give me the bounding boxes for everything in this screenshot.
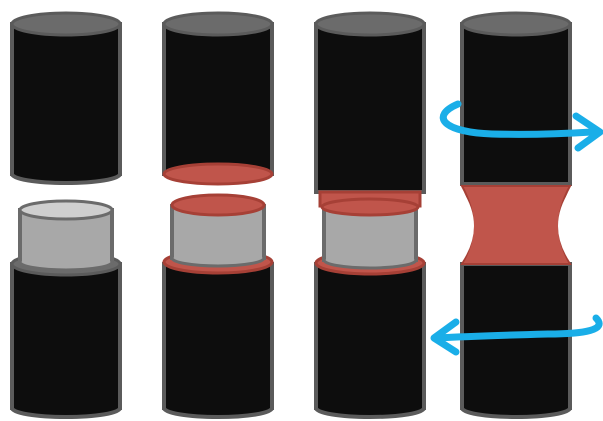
lower-rod xyxy=(460,262,572,419)
joint-highlight-left xyxy=(459,190,474,262)
adhesive-layer xyxy=(318,190,422,217)
upper-rod xyxy=(460,11,572,186)
rotate-left-arrow-icon xyxy=(434,314,603,342)
plug xyxy=(170,193,266,268)
step-4-twisted xyxy=(430,11,603,419)
step-1-separated xyxy=(10,11,122,419)
rotate-left-arrow-head xyxy=(430,318,460,356)
step-3-joined xyxy=(314,11,426,419)
lower-rod xyxy=(10,251,122,419)
adhesive-layer xyxy=(162,162,274,186)
adhesive-layer xyxy=(170,193,266,217)
upper-rod xyxy=(314,11,426,194)
step-2-adhesive-applied xyxy=(162,11,274,419)
upper-rod xyxy=(162,11,274,186)
plug xyxy=(18,199,114,272)
twisted-joint xyxy=(459,185,573,265)
lower-rod xyxy=(162,249,274,419)
joint-highlight-right xyxy=(558,190,573,262)
rotate-right-arrow-head xyxy=(572,112,603,152)
rotate-right-arrow-icon xyxy=(439,100,596,138)
upper-rod xyxy=(10,11,122,185)
lower-rod xyxy=(314,250,426,419)
